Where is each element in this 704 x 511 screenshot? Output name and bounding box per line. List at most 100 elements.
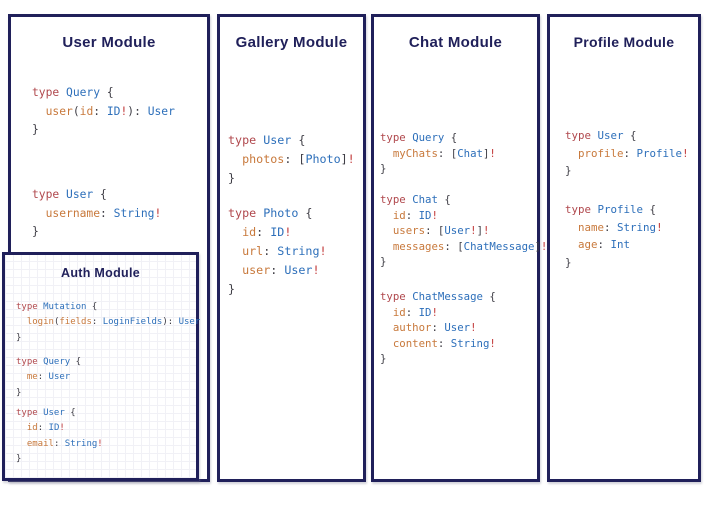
code-token: ): [162,317,179,328]
code-token: { [623,129,637,142]
code-token: type [228,133,264,147]
code-token: ! [483,224,490,237]
chat-module-title: Chat Module [408,34,503,51]
code-token: url [242,244,264,258]
code-token: : [604,220,618,234]
code-token: } [380,255,387,268]
code-token: User [178,317,201,328]
auth-module-panel: Auth Module type Mutation { login(fields… [2,252,200,481]
code-token: : [270,263,285,277]
code-token: Chat [457,146,483,160]
code-token: type [228,206,264,220]
code-token: { [482,290,496,303]
code-token: : [100,206,114,220]
code-block: type Mutation { login(fields: LoginField… [16,300,200,346]
code-token [228,225,242,239]
code-token: ( [53,317,60,328]
code-token [380,240,393,253]
code-token: login [26,317,54,328]
code-token: users [392,224,426,237]
code-token: LoginFields [102,317,163,328]
code-token: ! [59,423,65,434]
code-token: } [565,164,572,177]
chat-module-panel: Chat Module type Query { myChats: [Chat]… [371,14,547,482]
code-token [228,263,242,277]
code-token [380,224,393,237]
code-token: ! [284,225,292,239]
code-token: String [64,438,98,449]
code-token: ! [431,208,438,222]
code-token: : [437,336,451,350]
code-token: : [ [284,152,306,166]
code-token: age [578,238,598,251]
code-token [228,244,242,258]
code-token: { [643,203,657,216]
code-token: : [ [437,146,458,160]
profile-module-panel: Profile Module type User { profile: Prof… [547,14,701,482]
code-token: type [32,188,67,201]
code-token: } [32,123,39,136]
code-token: messages [392,239,445,253]
code-token: ! [470,321,477,334]
code-token: Photo [263,206,299,220]
code-token: String [617,220,657,234]
code-token [380,209,393,222]
code-token: me [26,372,38,383]
code-token: Int [610,238,631,251]
gallery-module-panel: Gallery Module type User { photos: [Phot… [217,14,366,482]
code-token: } [16,332,22,343]
code-token: : [53,438,65,449]
code-token: id [392,305,406,319]
code-token: type [565,129,598,142]
code-token: User [444,224,471,237]
code-token: id [26,423,38,434]
code-block: type Query { me: User } [16,355,81,401]
auth-module-title: Auth Module [61,266,140,280]
code-token: ID [270,225,285,239]
code-token: Chat [412,193,438,206]
code-block: type User { photos: [Photo]! } [228,131,355,188]
code-token: ): [127,104,148,118]
code-token: Query [66,86,101,99]
code-token: { [86,302,98,312]
code-token [16,423,27,433]
code-token: ] [340,152,348,166]
code-token [16,439,27,449]
code-token: ! [682,146,689,160]
code-token: User [284,263,313,277]
code-token: id [79,104,94,118]
code-token: ! [154,206,162,220]
code-token: ChatMessage [463,239,535,253]
gallery-module-title: Gallery Module [235,34,348,51]
code-token: ! [347,152,355,166]
code-token: type [16,357,44,367]
code-token [380,306,393,319]
code-token: username [45,206,101,220]
code-token: } [380,162,387,175]
code-token: User [66,188,94,201]
code-token: photos [242,152,285,166]
code-token: myChats [392,146,438,160]
code-token [565,238,578,251]
code-token: Photo [305,152,341,166]
code-token: content [392,336,438,350]
code-token: type [380,290,413,303]
code-token: User [147,104,175,118]
code-token: user [45,104,73,118]
code-token: ID [48,423,60,434]
code-token: type [16,302,44,312]
code-token: User [597,129,624,142]
code-token: ! [540,239,548,253]
code-token [565,221,578,234]
code-token: : [263,244,278,258]
code-token: ] [476,224,483,237]
code-token: { [437,193,451,206]
code-token: Mutation [43,302,87,312]
code-token: } [380,352,387,365]
code-token: : [623,146,637,160]
code-token: ! [489,336,496,350]
code-token: ID [106,104,121,118]
code-token [16,317,27,327]
code-token: } [565,255,572,269]
code-token: Query [43,357,71,367]
